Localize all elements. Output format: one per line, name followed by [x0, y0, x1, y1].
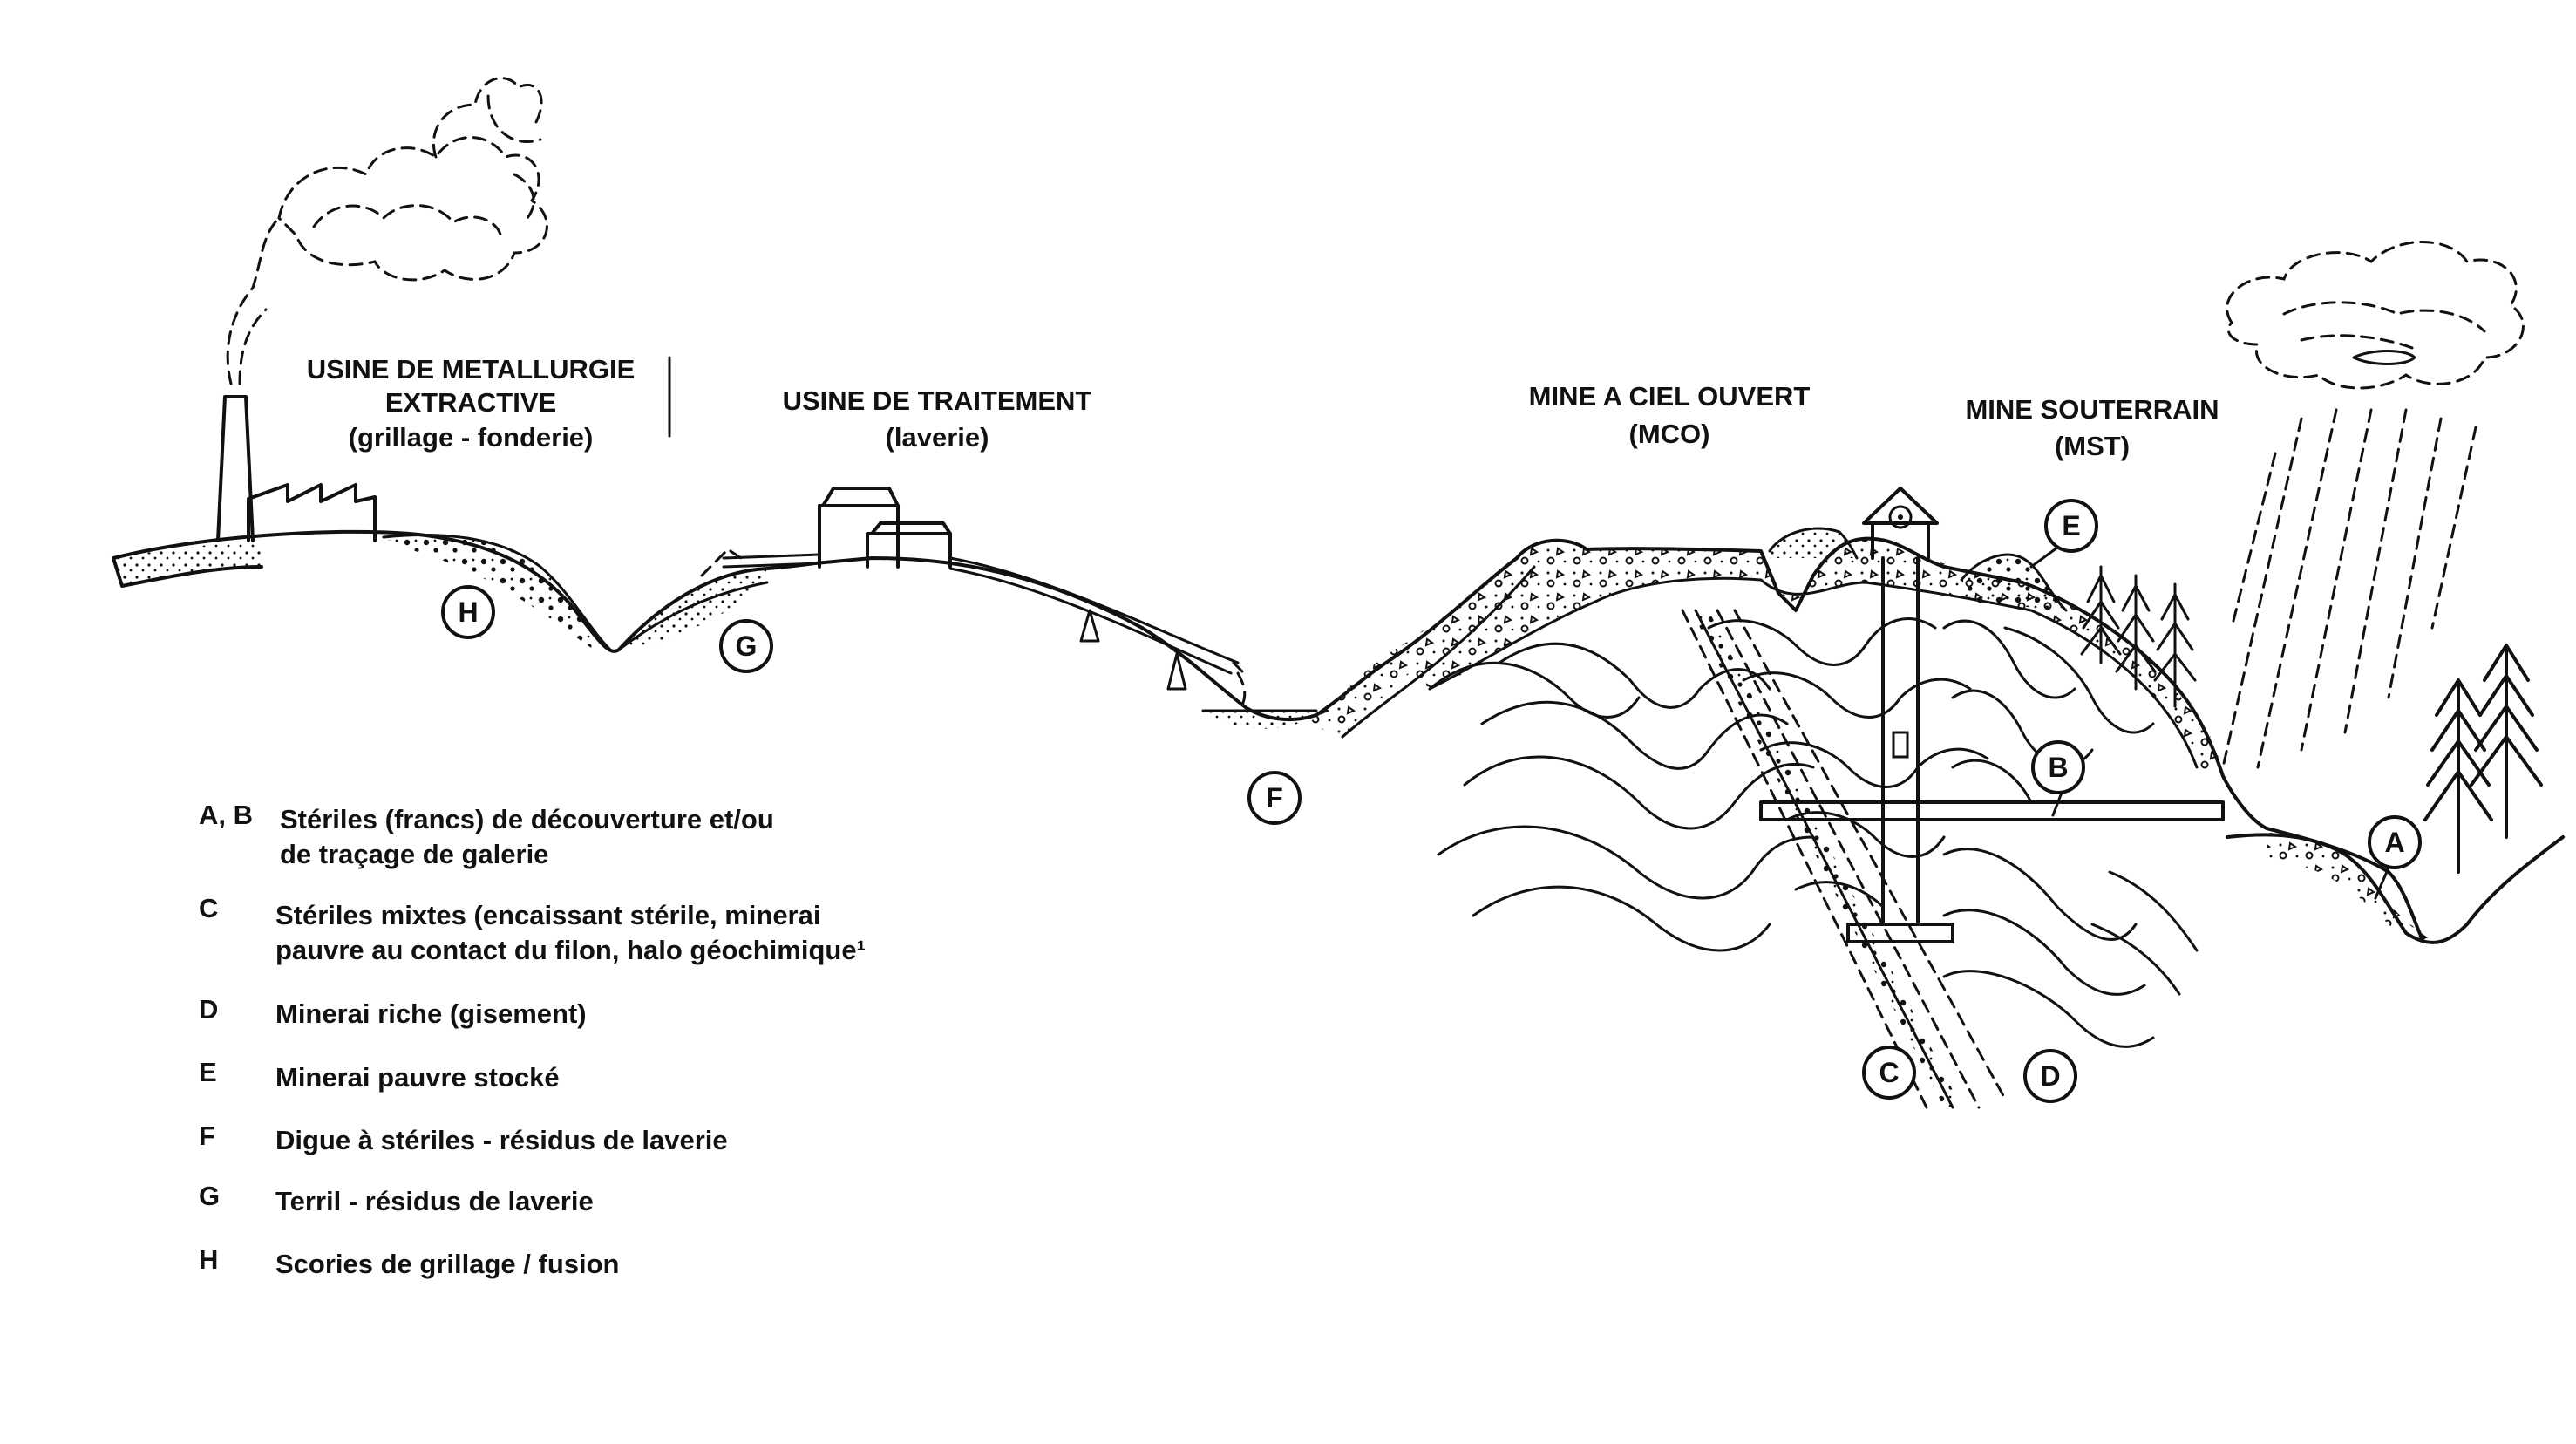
- legend-key: E: [199, 1057, 217, 1087]
- right-valley: [2226, 833, 2565, 945]
- title-mine-souterrain: MINE SOUTERRAIN (MST): [1965, 394, 2219, 461]
- marker-e: E: [2029, 499, 2098, 569]
- legend-text-line-1: Stériles mixtes (encaissant stérile, min…: [275, 900, 820, 930]
- marker-d: D: [2023, 1049, 2077, 1103]
- mine-massif: [1412, 487, 2425, 1109]
- marker-d-label: D: [2040, 1060, 2060, 1092]
- legend-item-ab: A, B Stériles (francs) de découverture e…: [199, 800, 774, 869]
- legend-item-e: E Minerai pauvre stocké: [199, 1057, 560, 1093]
- chimney: [216, 395, 255, 542]
- legend-key: F: [199, 1120, 215, 1151]
- title-line-2: (MCO): [1629, 419, 1710, 449]
- title-line-3: (grillage - fonderie): [349, 422, 594, 453]
- rain-cloud: [2226, 241, 2525, 390]
- marker-g: G: [719, 619, 773, 673]
- folded-strata: [1428, 617, 2199, 1048]
- tailings-terril-g: [617, 548, 769, 651]
- legend-text-line-1: Digue à stériles - résidus de laverie: [275, 1125, 728, 1155]
- legend-text-line-1: Minerai riche (gisement): [275, 998, 587, 1029]
- conifer-trees: [2080, 565, 2543, 874]
- ore-stockpile-e: [1961, 555, 2066, 610]
- marker-c: C: [1862, 1046, 1916, 1100]
- title-line-1: USINE DE METALLURGIE: [307, 354, 636, 385]
- legend-text-line-2: pauvre au contact du filon, halo géochim…: [275, 935, 866, 965]
- legend-text-line-1: Terril - résidus de laverie: [275, 1186, 594, 1216]
- marker-f: F: [1247, 771, 1302, 825]
- legend-text-line-1: Stériles (francs) de découverture et/ou: [280, 804, 774, 834]
- legend-text-line-1: Scories de grillage / fusion: [275, 1249, 620, 1279]
- legend-item-d: D Minerai riche (gisement): [199, 994, 587, 1029]
- marker-a-label: A: [2384, 827, 2404, 858]
- slag-heap-fill: [384, 535, 610, 652]
- marker-a: A: [2368, 815, 2422, 900]
- ground-profile: [112, 529, 1519, 721]
- title-line-2: (MST): [2055, 431, 2130, 461]
- title-line-1: USINE DE TRAITEMENT: [783, 385, 1092, 416]
- marker-f-label: F: [1266, 782, 1283, 814]
- title-line-2: (laverie): [886, 422, 989, 453]
- smoke-plume: [226, 77, 548, 385]
- smelter: [216, 77, 548, 542]
- title-usine-traitement: USINE DE TRAITEMENT (laverie): [783, 385, 1092, 453]
- slag-heap-h: [382, 534, 612, 652]
- legend-item-f: F Digue à stériles - résidus de laverie: [199, 1120, 728, 1155]
- marker-h: H: [441, 585, 495, 639]
- ore-vein: [1681, 609, 2007, 1109]
- legend-key: G: [199, 1181, 220, 1211]
- marker-e-label: E: [2062, 510, 2080, 542]
- marker-h-label: H: [458, 596, 478, 628]
- marker-g-label: G: [736, 630, 758, 662]
- legend-item-g: G Terril - résidus de laverie: [199, 1181, 594, 1216]
- metallurgy-hill: [112, 529, 1519, 721]
- title-mine-ciel-ouvert: MINE A CIEL OUVERT (MCO): [1529, 381, 1811, 449]
- title-usine-metallurgie: USINE DE METALLURGIE EXTRACTIVE (grillag…: [307, 354, 671, 453]
- legend-item-h: H Scories de grillage / fusion: [199, 1244, 620, 1279]
- title-line-1: MINE A CIEL OUVERT: [1529, 381, 1811, 412]
- marker-b: B: [2031, 740, 2085, 817]
- legend: A, B Stériles (francs) de découverture e…: [199, 800, 866, 1279]
- marker-c-label: C: [1879, 1057, 1899, 1088]
- overburden-band-fill: [1412, 538, 2227, 776]
- mine-shaft: [1759, 487, 2225, 943]
- legend-key: H: [199, 1244, 218, 1275]
- title-line-1: MINE SOUTERRAIN: [1965, 394, 2219, 425]
- title-line-2: EXTRACTIVE: [385, 387, 556, 418]
- sawtooth-roof-building: [247, 483, 377, 542]
- legend-item-c: C Stériles mixtes (encaissant stérile, m…: [199, 893, 866, 965]
- rain-streaks: [2221, 408, 2477, 769]
- legend-text-line-1: Minerai pauvre stocké: [275, 1062, 560, 1093]
- marker-b-label: B: [2048, 752, 2068, 783]
- left-stipple-fill: [113, 542, 262, 586]
- legend-key: A, B: [199, 800, 253, 830]
- treatment-plant: [722, 487, 1247, 712]
- legend-key: D: [199, 994, 218, 1025]
- legend-key: C: [199, 893, 218, 923]
- legend-text-line-2: de traçage de galerie: [280, 839, 548, 869]
